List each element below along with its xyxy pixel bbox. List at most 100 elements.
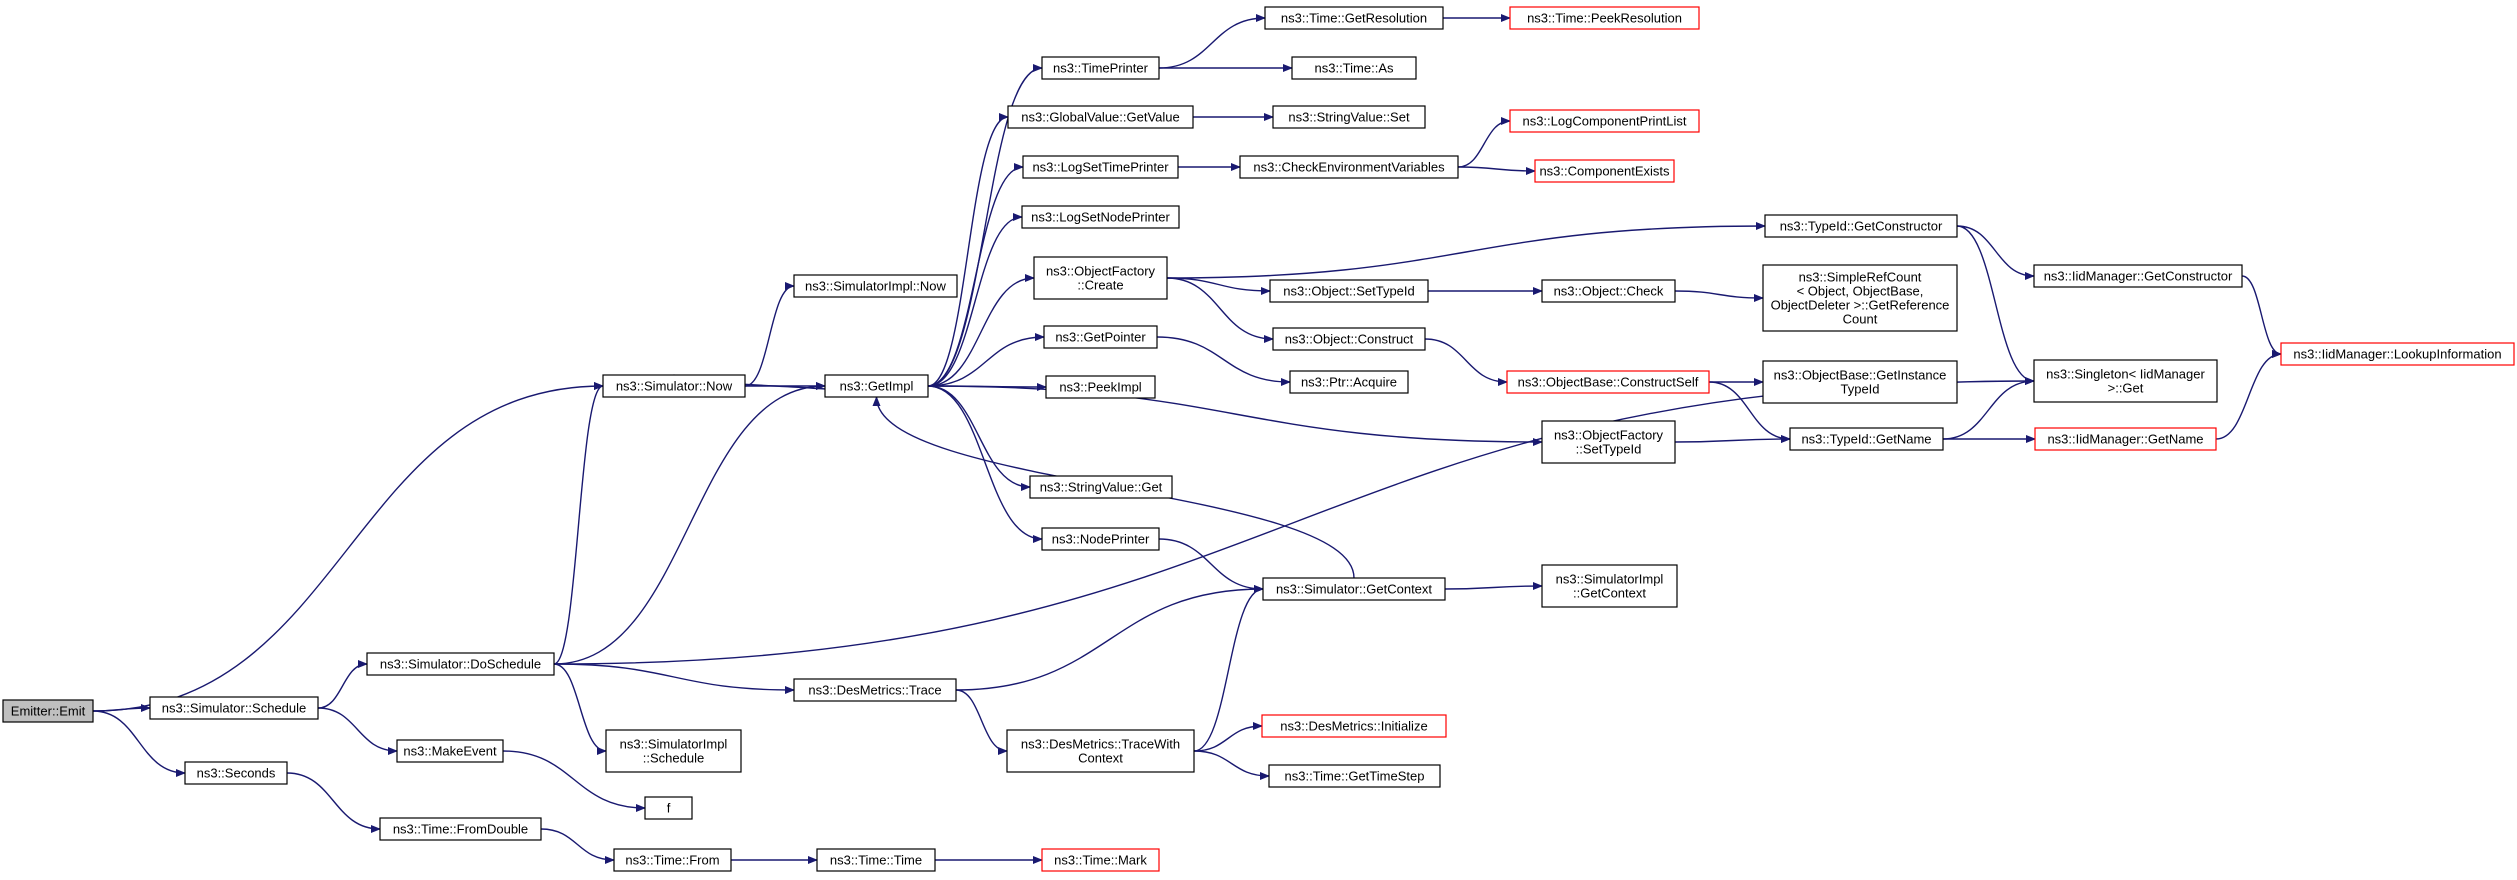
node-simgetctx[interactable]: ns3::Simulator::GetContext xyxy=(1262,577,1446,601)
node-label: ns3::IidManager::GetName xyxy=(2047,432,2203,447)
node-timegetres[interactable]: ns3::Time::GetResolution xyxy=(1264,6,1444,30)
node-obconstructself[interactable]: ns3::ObjectBase::ConstructSelf xyxy=(1506,370,1710,394)
node-peekres[interactable]: ns3::Time::PeekResolution xyxy=(1509,6,1700,30)
node-destrace[interactable]: ns3::DesMetrics::Trace xyxy=(793,678,957,702)
edge-obconstructself-to-tidgetname xyxy=(1708,381,1791,443)
node-label: ns3::Time::As xyxy=(1315,61,1394,76)
node-fromdouble[interactable]: ns3::Time::FromDouble xyxy=(379,817,542,841)
node-label: ns3::SimulatorImpl::Now xyxy=(805,279,946,294)
node-box xyxy=(1268,764,1441,788)
edge-getimpl-to-logsetnode xyxy=(927,213,1023,387)
node-iidgetctor[interactable]: ns3::IidManager::GetConstructor xyxy=(2033,264,2243,288)
node-box xyxy=(1506,370,1710,394)
node-getimpl[interactable]: ns3::GetImpl xyxy=(824,374,929,398)
node-simnow[interactable]: ns3::Simulator::Now xyxy=(602,374,746,398)
node-gettimestep[interactable]: ns3::Time::GetTimeStep xyxy=(1268,764,1441,788)
node-timeas[interactable]: ns3::Time::As xyxy=(1291,56,1417,80)
node-implschedule[interactable]: ns3::SimulatorImpl::Schedule xyxy=(605,729,742,773)
node-label: ::Create xyxy=(1077,278,1123,293)
node-schedule[interactable]: ns3::Simulator::Schedule xyxy=(149,696,319,720)
node-box xyxy=(2033,359,2218,403)
node-tidgetname[interactable]: ns3::TypeId::GetName xyxy=(1789,427,1944,451)
node-ptracquire[interactable]: ns3::Ptr::Acquire xyxy=(1289,370,1409,394)
node-box xyxy=(793,678,957,702)
node-label: ns3::StringValue::Get xyxy=(1040,480,1163,495)
node-simplerefcount[interactable]: ns3::SimpleRefCount< Object, ObjectBase,… xyxy=(1762,264,1958,332)
edge-destrace-to-simgetctx xyxy=(955,585,1264,691)
node-box xyxy=(1762,360,1958,404)
edge-schedule-to-doschedule xyxy=(317,660,368,709)
node-ofcreate[interactable]: ns3::ObjectFactory::Create xyxy=(1033,256,1168,300)
edge-iidgetname-to-lookupinfo xyxy=(2215,350,2282,440)
node-box xyxy=(1041,848,1160,872)
node-gvgetvalue[interactable]: ns3::GlobalValue::GetValue xyxy=(1007,105,1194,129)
node-nodeprinter[interactable]: ns3::NodePrinter xyxy=(1041,527,1160,551)
node-box xyxy=(1262,577,1446,601)
node-timetime[interactable]: ns3::Time::Time xyxy=(816,848,936,872)
node-lookupinfo[interactable]: ns3::IidManager::LookupInformation xyxy=(2280,342,2515,366)
node-label: ::SetTypeId xyxy=(1576,442,1642,457)
node-timeprinter[interactable]: ns3::TimePrinter xyxy=(1041,56,1160,80)
node-box xyxy=(1509,6,1700,30)
node-logsetnode[interactable]: ns3::LogSetNodePrinter xyxy=(1021,205,1180,229)
node-desinit[interactable]: ns3::DesMetrics::Initialize xyxy=(1261,714,1447,738)
node-objsettypeid[interactable]: ns3::Object::SetTypeId xyxy=(1269,279,1429,303)
edge-simnow-to-implnow xyxy=(744,282,795,387)
node-box xyxy=(1043,325,1158,349)
node-label: ns3::GetImpl xyxy=(840,379,914,394)
edge-objcheck-to-simplerefcount xyxy=(1674,290,1764,302)
edge-tidgetname-to-singletonget xyxy=(1942,377,2035,440)
node-singletonget[interactable]: ns3::Singleton< IidManager>::Get xyxy=(2033,359,2218,403)
node-label: ns3::LogSetTimePrinter xyxy=(1032,160,1169,175)
edge-doschedule-to-simnow xyxy=(553,382,604,665)
node-box xyxy=(396,739,504,763)
node-label: Context xyxy=(1078,751,1123,766)
node-tidgetctor[interactable]: ns3::TypeId::GetConstructor xyxy=(1764,214,1958,238)
node-compexists[interactable]: ns3::ComponentExists xyxy=(1534,159,1675,183)
node-box xyxy=(2280,342,2515,366)
node-label: ns3::Singleton< IidManager xyxy=(2046,367,2205,382)
node-box xyxy=(1045,375,1156,399)
node-peekimpl[interactable]: ns3::PeekImpl xyxy=(1045,375,1156,399)
node-seconds[interactable]: ns3::Seconds xyxy=(184,761,288,785)
node-checkenv[interactable]: ns3::CheckEnvironmentVariables xyxy=(1239,155,1459,179)
node-implgetctx[interactable]: ns3::SimulatorImpl::GetContext xyxy=(1541,564,1678,608)
node-iidgetname[interactable]: ns3::IidManager::GetName xyxy=(2034,427,2217,451)
node-makeevent[interactable]: ns3::MakeEvent xyxy=(396,739,504,763)
node-doschedule[interactable]: ns3::Simulator::DoSchedule xyxy=(366,652,555,676)
node-label: ns3::Time::PeekResolution xyxy=(1527,11,1682,26)
node-f[interactable]: f xyxy=(644,796,693,820)
node-label: ns3::TypeId::GetConstructor xyxy=(1780,219,1943,234)
node-objconstruct[interactable]: ns3::Object::Construct xyxy=(1272,327,1426,351)
edge-getimpl-to-ofsettypeid xyxy=(927,385,1543,446)
edge-simgetctx-to-implgetctx xyxy=(1444,582,1543,591)
edge-makeevent-to-f xyxy=(502,750,646,812)
edge-checkenv-to-logcompprint xyxy=(1457,117,1511,168)
node-emit[interactable]: Emitter::Emit xyxy=(2,699,94,723)
node-label: ns3::Simulator::Now xyxy=(616,379,733,394)
node-getpointer[interactable]: ns3::GetPointer xyxy=(1043,325,1158,349)
node-label: ::Schedule xyxy=(643,751,704,766)
node-label: ns3::IidManager::LookupInformation xyxy=(2293,347,2501,362)
node-logcompprint[interactable]: ns3::LogComponentPrintList xyxy=(1509,109,1700,133)
node-box xyxy=(793,274,958,298)
node-box xyxy=(2,699,94,723)
node-timefrom[interactable]: ns3::Time::From xyxy=(613,848,732,872)
edge-seconds-to-fromdouble xyxy=(286,772,381,833)
node-box xyxy=(1022,155,1179,179)
node-implnow[interactable]: ns3::SimulatorImpl::Now xyxy=(793,274,958,298)
node-svset[interactable]: ns3::StringValue::Set xyxy=(1272,105,1426,129)
node-box xyxy=(1764,214,1958,238)
node-label: ns3::LogSetNodePrinter xyxy=(1031,210,1170,225)
edge-tracewithctx-to-gettimestep xyxy=(1193,750,1270,780)
node-label: ns3::GlobalValue::GetValue xyxy=(1021,110,1180,125)
node-label: ns3::SimpleRefCount xyxy=(1799,270,1922,285)
node-ofsettypeid[interactable]: ns3::ObjectFactory::SetTypeId xyxy=(1541,420,1676,464)
node-svget[interactable]: ns3::StringValue::Get xyxy=(1029,475,1173,499)
node-logsettime[interactable]: ns3::LogSetTimePrinter xyxy=(1022,155,1179,179)
node-timemark[interactable]: ns3::Time::Mark xyxy=(1041,848,1160,872)
node-objcheck[interactable]: ns3::Object::Check xyxy=(1541,279,1676,303)
